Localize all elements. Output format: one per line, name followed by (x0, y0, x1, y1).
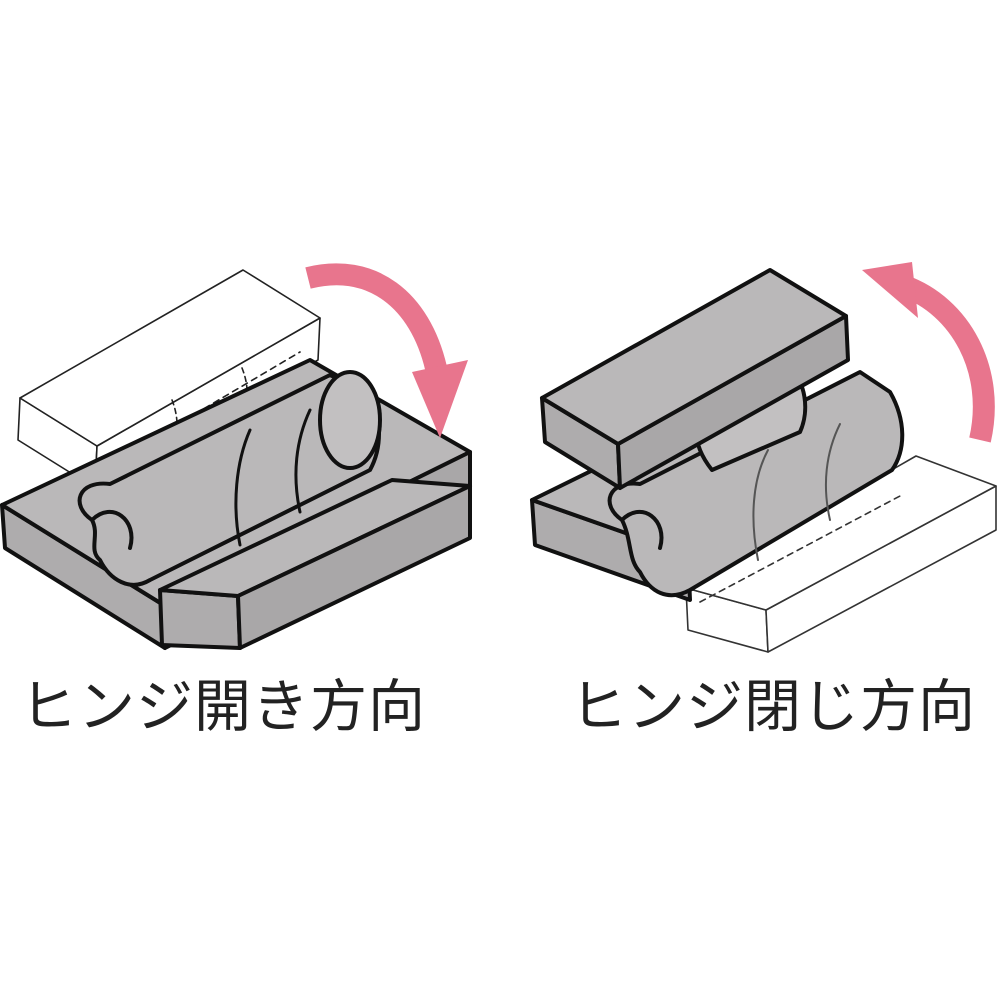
open-direction-label: ヒンジ開き方向 (20, 674, 426, 740)
open-direction-diagram (0, 263, 472, 650)
close-upper-leaf (540, 268, 850, 490)
open-front-leaf (158, 478, 472, 650)
arrow-clockwise-down-icon (305, 263, 468, 438)
open-hinge-knuckles (77, 370, 382, 587)
close-direction-diagram (530, 262, 997, 653)
close-direction-label: ヒンジ閉じ方向 (570, 674, 976, 740)
close-ghost-leaf (685, 455, 997, 653)
arrow-counterclockwise-up-icon (862, 262, 995, 443)
